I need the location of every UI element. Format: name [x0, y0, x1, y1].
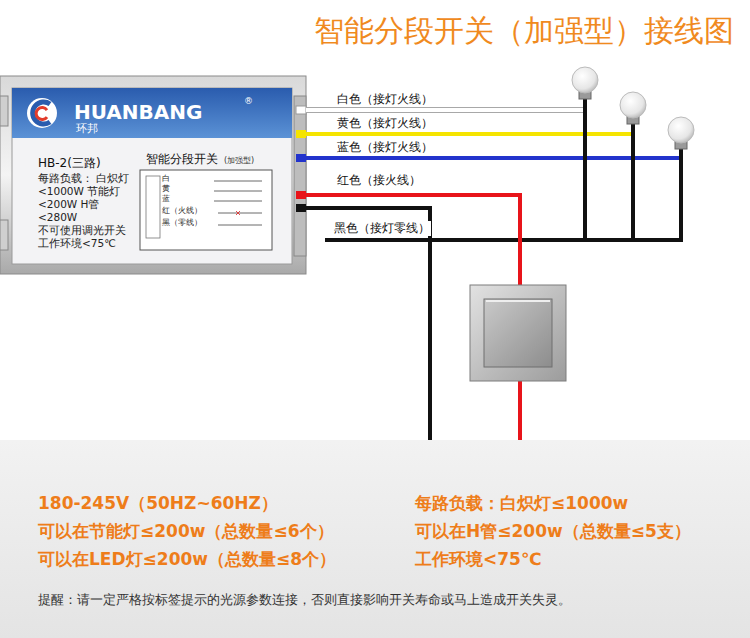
light-bulb	[620, 92, 646, 124]
switch-rocker	[484, 299, 552, 367]
diagram-title: 智能分段开关（加强型）接线图	[314, 12, 734, 50]
node-text: 提醒：请一定严格按标签提示的光源参数连接，否则直接影响开关寿命或马上造成开关失灵…	[38, 592, 571, 608]
housing-side	[294, 96, 306, 256]
node-text: 环邦	[76, 122, 98, 136]
black-wire	[306, 208, 430, 440]
node-text: 可以在节能灯≤200w（总数量≤6个）	[38, 521, 334, 542]
light-bulb	[572, 67, 598, 99]
label-sticker	[12, 88, 292, 264]
white-wire	[306, 108, 585, 112]
wire-label: 蓝色（接灯火线）	[336, 140, 434, 155]
node-text: HUANBANG	[74, 100, 202, 125]
light-bulb	[668, 117, 694, 149]
lamp-neutral-wire	[583, 96, 587, 240]
logo-mark	[33, 102, 50, 124]
lamp-neutral-wire	[631, 121, 635, 240]
label-band	[12, 88, 292, 138]
node-text: 可以在H管≤200w（总数量≤5支）	[415, 521, 691, 542]
schematic-frame	[140, 170, 272, 250]
schematic-lines	[214, 181, 262, 225]
blue-wire	[306, 156, 681, 160]
wire-label: 白色（接灯火线）	[336, 92, 434, 107]
node-text: 每路负载： 白炽灯<1000W 节能灯<200W H管<280W 不可使用调光开…	[38, 172, 136, 250]
schematic-mark	[236, 211, 240, 215]
white-wire-edge	[306, 107, 585, 113]
wall-switch	[470, 285, 566, 381]
node-text: 每路负载：白炽灯≤1000w	[415, 493, 628, 514]
housing-tab	[0, 220, 8, 250]
node-text: 工作环境<75℃	[415, 549, 542, 570]
logo-mark	[27, 98, 57, 128]
node-text: (加强型)	[224, 156, 254, 166]
rocker-highlight	[486, 300, 550, 302]
spec-panel: 180-245V（50HZ~60HZ） 每路负载：白炽灯≤1000w 可以在节能灯≤…	[0, 440, 750, 638]
schematic-block	[146, 176, 160, 238]
neutral-wire	[325, 238, 683, 242]
node-text: 红（火线）	[162, 206, 202, 216]
wire-label: 黄色（接灯火线）	[336, 116, 434, 131]
wire-label: 红色（接火线）	[336, 173, 422, 188]
wire-label: 黑色（接灯零线）	[333, 221, 431, 236]
node-text: 可以在LED灯≤200w（总数量≤8个）	[38, 549, 336, 570]
node-text: 蓝	[162, 194, 170, 204]
logo-mark	[36, 108, 47, 120]
node-text: HB-2(三路)	[38, 156, 101, 171]
device-housing	[0, 76, 306, 274]
node-text: 白	[162, 174, 170, 184]
wire-stubs	[296, 106, 306, 212]
node-text: 180-245V（50HZ~60HZ）	[38, 493, 278, 514]
node-text: ®	[244, 96, 253, 107]
node-text: 智能分段开关	[146, 152, 218, 167]
housing-tab	[0, 96, 8, 126]
schematic-box: 白黄蓝红（火线） 黑（零线）	[140, 170, 272, 250]
lamp-neutral-wire	[679, 146, 683, 240]
node-text: 黑（零线）	[162, 218, 202, 228]
node-text: 黄	[162, 184, 170, 194]
device-label: HUANBANG ® 环邦 HB-2(三路)每路负载： 白炽灯<1000W 节能灯<2…	[12, 88, 292, 264]
